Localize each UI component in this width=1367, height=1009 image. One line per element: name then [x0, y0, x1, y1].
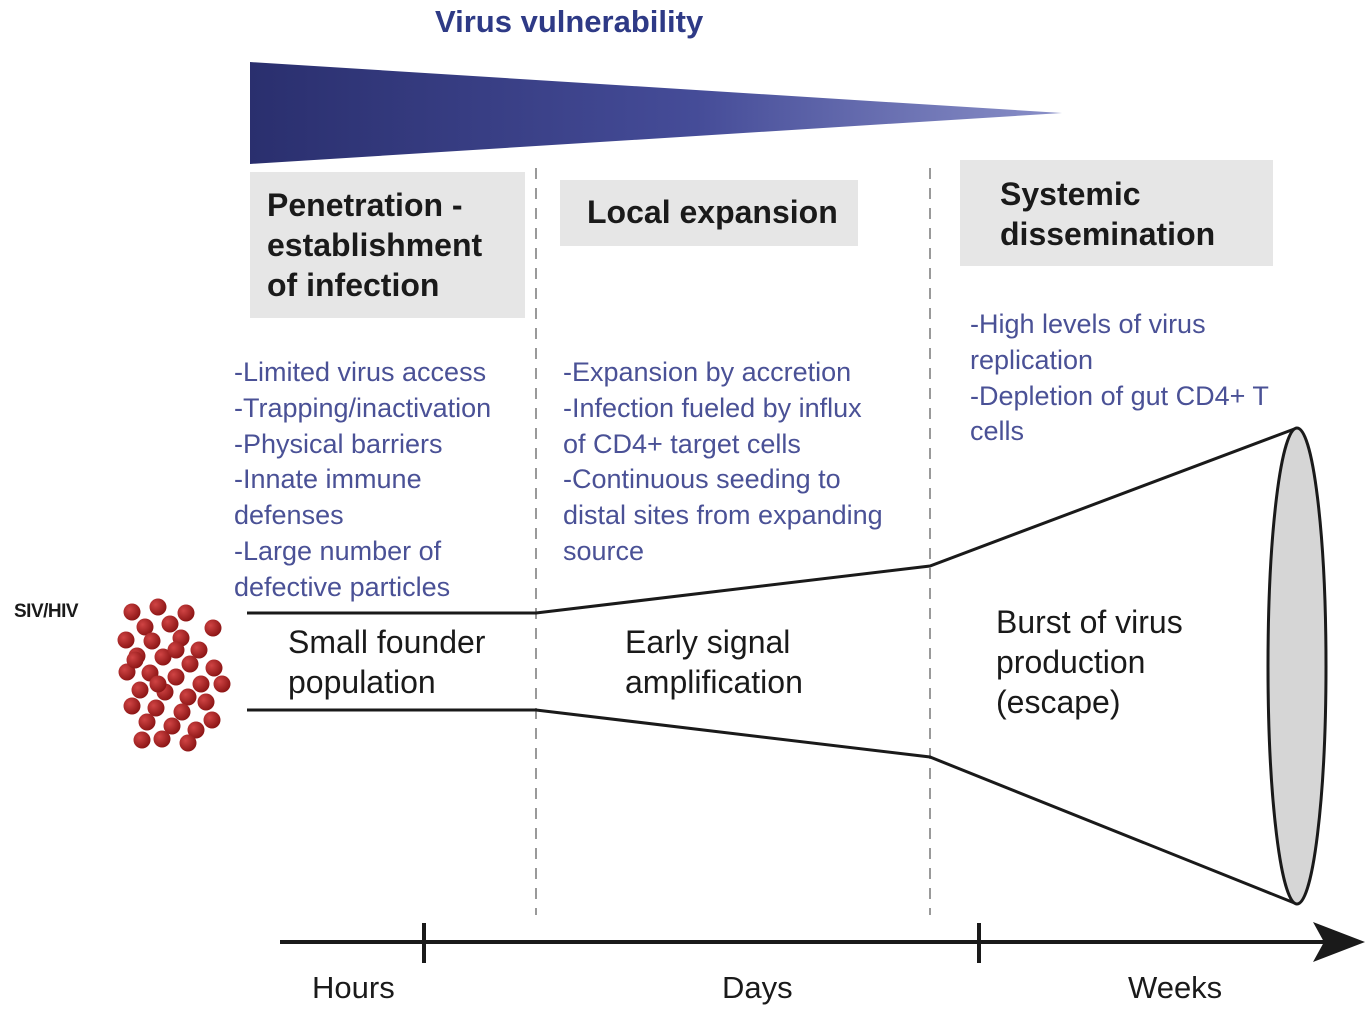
virus-particle	[173, 703, 191, 721]
phase-notes-systemic-dissemination: -High levels of virus replication -Deple…	[970, 309, 1269, 447]
virus-particle	[179, 688, 197, 706]
virus-particle	[123, 697, 141, 715]
phase-heading-systemic-dissemination: Systemic dissemination	[960, 160, 1273, 266]
virus-particle	[204, 619, 222, 637]
virus-particle-cluster	[117, 598, 231, 752]
virus-particle	[138, 713, 156, 731]
time-label-weeks: Weeks	[1128, 970, 1223, 1005]
virus-particle	[143, 632, 161, 650]
virus-particle	[167, 641, 185, 659]
virus-label: SIV/HIV	[14, 601, 79, 622]
virus-particle	[126, 651, 144, 669]
stage-label-founder-population: Small founder population	[288, 624, 486, 700]
virus-particle	[192, 675, 210, 693]
phase-heading-text: Local expansion	[587, 194, 838, 230]
diagram-title: Virus vulnerability	[435, 4, 704, 39]
virus-particle	[123, 603, 141, 621]
stage-label-virus-burst: Burst of virus production (escape)	[996, 604, 1183, 720]
funnel-lower-edge	[247, 708, 1298, 906]
virus-particle	[154, 648, 172, 666]
virus-particle	[147, 699, 165, 717]
virus-particle	[167, 668, 185, 686]
virus-particle	[213, 675, 231, 693]
virus-particle	[149, 675, 167, 693]
virus-particle	[161, 615, 179, 633]
phase-heading-text: Penetration - establishment of infection	[267, 187, 483, 303]
funnel-upper-edge	[247, 426, 1298, 615]
virus-particle	[181, 655, 199, 673]
virus-particle	[163, 717, 181, 735]
funnel-mouth	[1266, 426, 1328, 906]
virus-particle	[117, 631, 135, 649]
virus-particle	[197, 693, 215, 711]
virus-particle	[136, 618, 154, 636]
virus-particle	[153, 730, 171, 748]
virus-particle	[205, 659, 223, 677]
stage-label-signal-amplification: Early signal amplification	[625, 624, 803, 700]
phase-notes-penetration: -Limited virus access -Trapping/inactiva…	[234, 357, 492, 602]
vulnerability-wedge	[250, 62, 1062, 164]
virus-particle	[131, 681, 149, 699]
phase-notes-local-expansion: -Expansion by accretion -Infection fuele…	[563, 357, 883, 566]
virus-particle	[203, 711, 221, 729]
time-label-days: Days	[722, 970, 793, 1005]
virus-particle	[133, 731, 151, 749]
phase-heading-text: Systemic dissemination	[1000, 176, 1216, 252]
virus-particle	[149, 598, 167, 616]
phase-heading-local-expansion: Local expansion	[560, 180, 858, 246]
virus-particle	[118, 663, 136, 681]
virus-particle	[187, 721, 205, 739]
time-axis-arrowhead	[1313, 922, 1365, 962]
virus-particle	[177, 604, 195, 622]
virus-particle	[190, 641, 208, 659]
phase-heading-penetration: Penetration - establishment of infection	[250, 172, 525, 318]
time-label-hours: Hours	[312, 970, 395, 1005]
virus-particle	[179, 734, 197, 752]
